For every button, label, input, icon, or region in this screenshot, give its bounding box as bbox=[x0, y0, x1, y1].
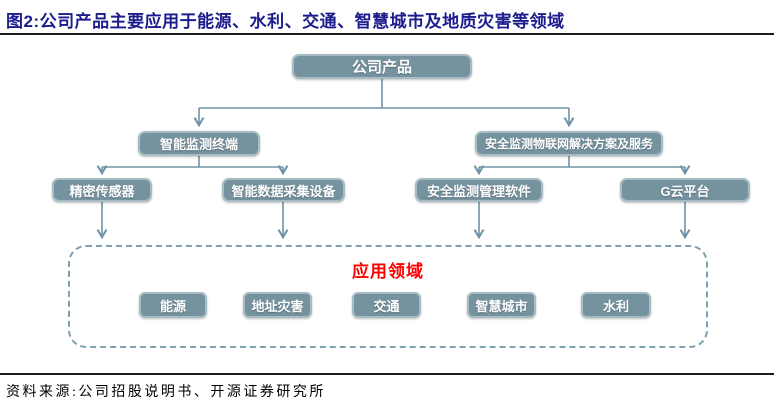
app-box-water-conservancy: 水利 bbox=[581, 292, 651, 318]
node-intelligent-data-acquisition: 智能数据采集设备 bbox=[222, 178, 345, 202]
app-box-transportation: 交通 bbox=[352, 292, 421, 318]
figure-title: 图2:公司产品主要应用于能源、水利、交通、智慧城市及地质灾害等领域 bbox=[6, 12, 565, 31]
node-precision-sensors: 精密传感器 bbox=[52, 178, 152, 202]
application-area-title: 应用领域 bbox=[352, 262, 424, 281]
tree-connectors bbox=[96, 79, 691, 240]
app-box-energy: 能源 bbox=[139, 292, 207, 318]
footer-divider bbox=[0, 373, 774, 375]
node-safety-monitoring-iot-solutions: 安全监测物联网解决方案及服务 bbox=[475, 131, 663, 156]
node-safety-monitoring-software: 安全监测管理软件 bbox=[415, 178, 543, 202]
node-g-cloud-platform: G云平台 bbox=[620, 178, 750, 202]
node-intelligent-monitoring-terminal: 智能监测终端 bbox=[138, 131, 260, 156]
source-note: 资料来源:公司招股说明书、开源证券研究所 bbox=[6, 385, 326, 400]
title-divider bbox=[0, 33, 774, 35]
application-area: 应用领域 能源 地址灾害 交通 智慧城市 水利 bbox=[68, 245, 708, 348]
node-company-products: 公司产品 bbox=[292, 54, 472, 79]
app-box-smart-city: 智慧城市 bbox=[467, 292, 536, 318]
app-box-geological-disaster: 地址灾害 bbox=[243, 292, 312, 318]
